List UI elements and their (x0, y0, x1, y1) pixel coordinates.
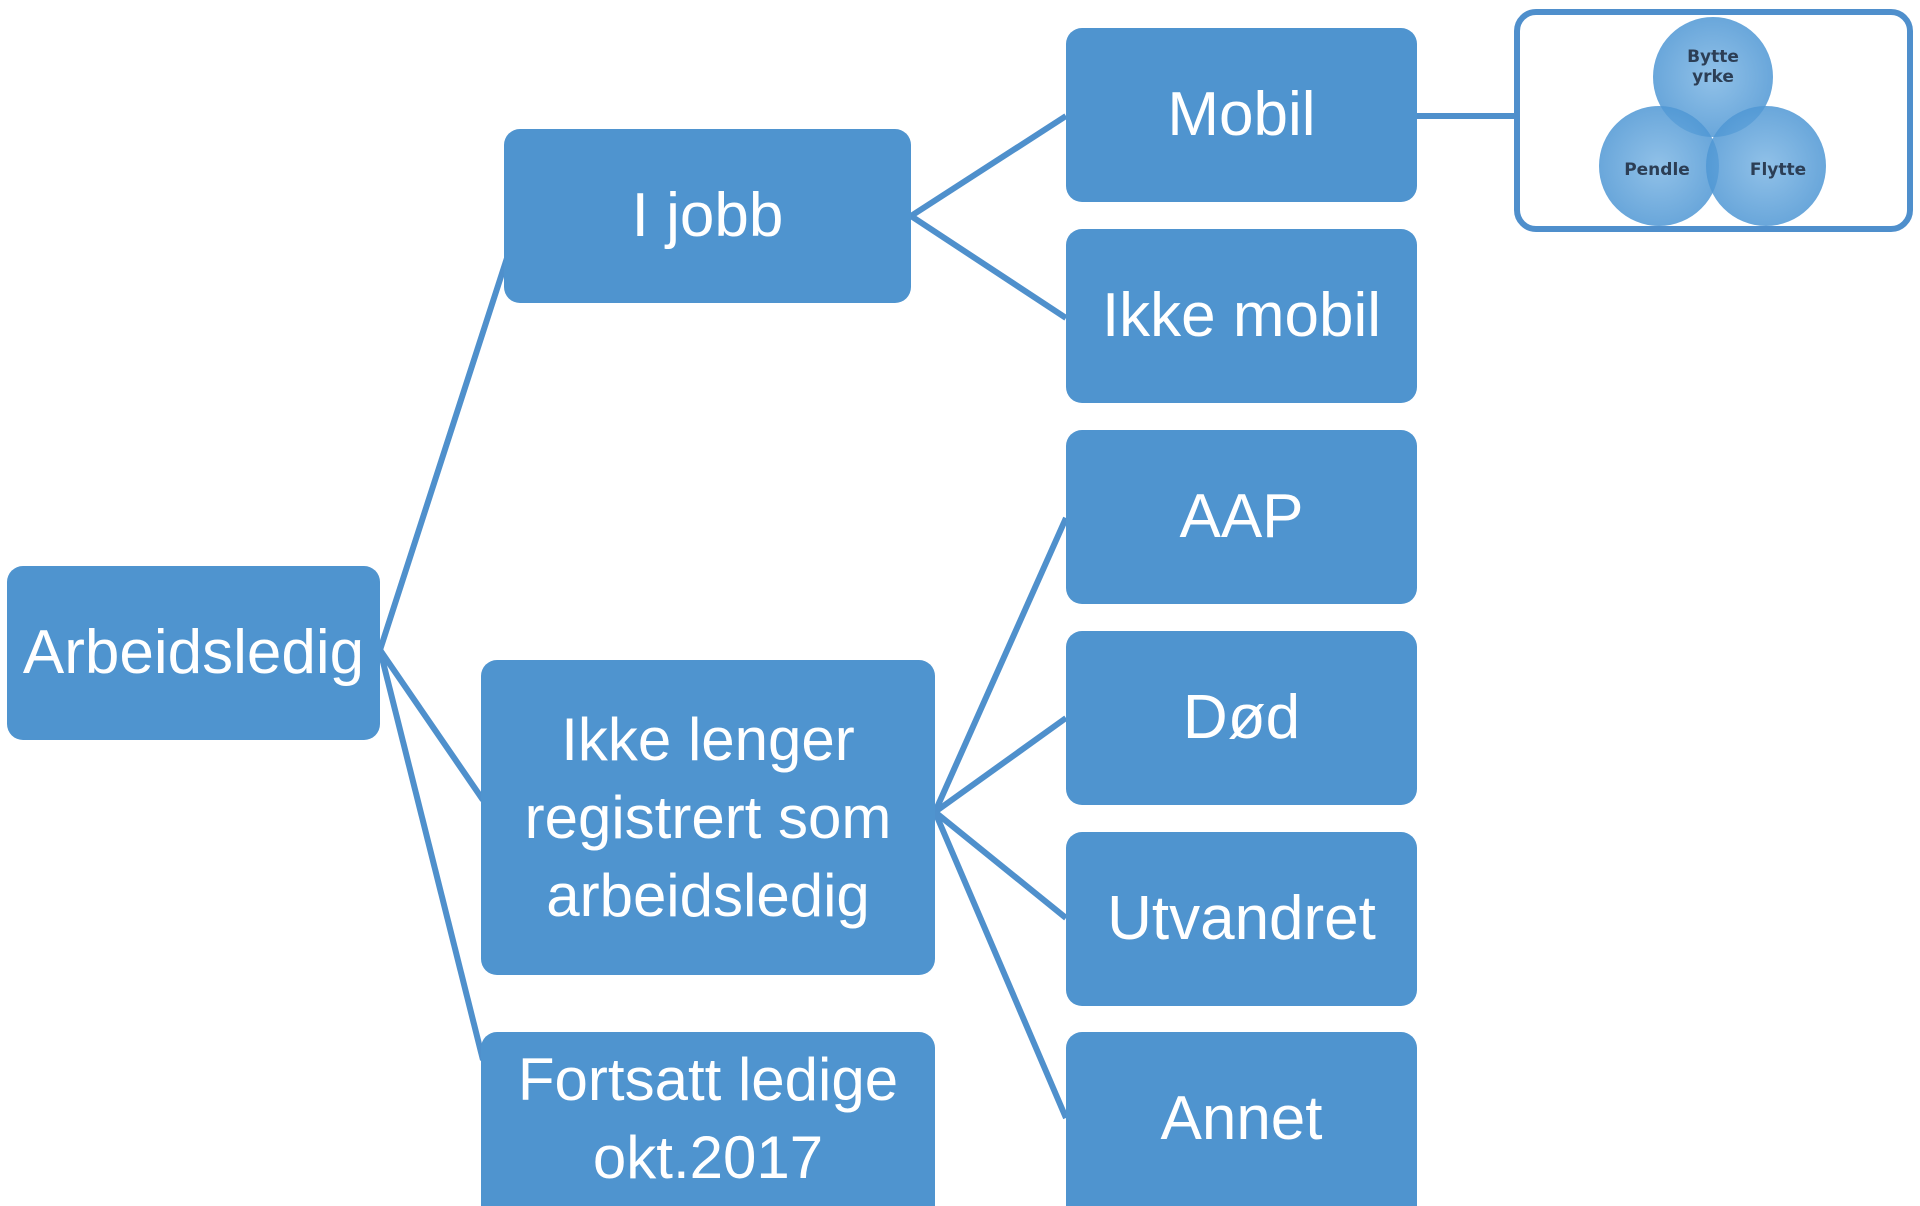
connector-reg-utvandret (933, 809, 1068, 921)
connector-root-ikke-registrert (377, 648, 486, 802)
node-dod: Død (1066, 631, 1417, 805)
node-utvandret: Utvandret (1066, 832, 1417, 1006)
connector-root-ijobb (377, 257, 510, 651)
node-label: Ikke lenger registrert som arbeidsledig (524, 705, 892, 929)
venn-label-top-line2: yrke (1692, 67, 1734, 87)
venn-label-top-line1: Bytte (1687, 47, 1739, 67)
connector-ijobb-mobil (909, 113, 1068, 219)
node-annet: Annet (1066, 1032, 1417, 1206)
node-label: I jobb (631, 181, 784, 251)
connector-root-fortsatt (377, 649, 486, 1061)
node-label: Fortsatt ledige okt.2017 (517, 1046, 899, 1191)
node-label: Ikke mobil (1101, 281, 1382, 351)
node-i-jobb: I jobb (504, 129, 911, 303)
node-label: Arbeidsledig (22, 618, 365, 688)
node-label: Annet (1160, 1084, 1323, 1154)
node-label: Utvandret (1107, 884, 1376, 954)
node-label: Mobil (1167, 80, 1316, 150)
node-fortsatt-ledige: Fortsatt ledige okt.2017 (481, 1032, 935, 1206)
connector-reg-annet (932, 810, 1069, 1120)
node-label: AAP (1179, 482, 1304, 552)
venn-label-left: Pendle (1624, 160, 1690, 180)
node-mobil: Mobil (1066, 28, 1417, 202)
venn-label-right: Flytte (1750, 160, 1806, 180)
connector-reg-dod (933, 715, 1068, 815)
venn-circle-top (1653, 17, 1773, 137)
venn-circle-left (1599, 106, 1719, 226)
node-label: Død (1182, 683, 1301, 753)
node-ikke-lenger-registrert: Ikke lenger registrert som arbeidsledig (481, 660, 935, 975)
node-arbeidsledig: Arbeidsledig (7, 566, 380, 740)
connector-reg-aap (932, 516, 1069, 814)
connector-ijobb-ikkemobil (909, 213, 1068, 321)
node-aap: AAP (1066, 430, 1417, 604)
venn-circle-right (1706, 106, 1826, 226)
node-ikke-mobil: Ikke mobil (1066, 229, 1417, 403)
